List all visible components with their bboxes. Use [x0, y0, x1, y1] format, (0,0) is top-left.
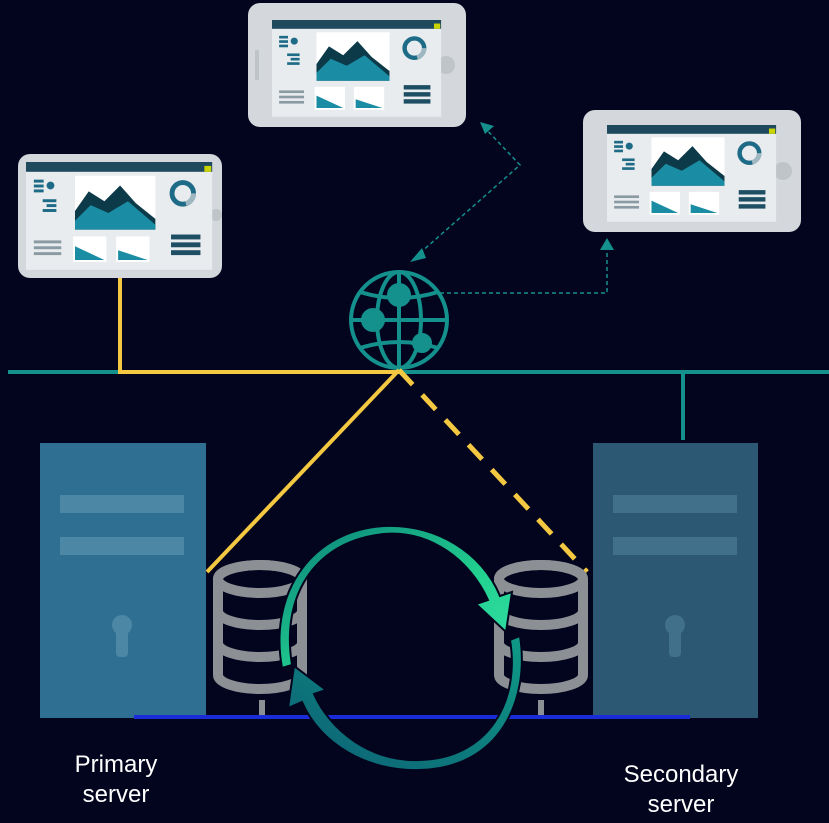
server-icon	[593, 443, 758, 718]
client-link	[118, 278, 399, 374]
sync-arrows-icon	[278, 524, 523, 772]
secondary-server-label: Secondary server	[595, 760, 767, 820]
primary-label-line2: server	[82, 781, 150, 808]
link-to-right-tablet	[440, 248, 608, 294]
tablet-icon	[583, 110, 801, 232]
link-to-top-tablet	[419, 127, 522, 254]
tablet-icon	[18, 154, 222, 278]
primary-server-label: Primary server	[40, 750, 192, 810]
secondary-label-line1: Secondary	[623, 761, 739, 788]
server-icon	[40, 443, 206, 718]
primary-label-line1: Primary	[74, 751, 158, 778]
standby-link	[397, 368, 589, 574]
secondary-label-line2: server	[647, 791, 715, 818]
active-link	[205, 368, 401, 574]
globe-icon	[349, 270, 449, 370]
tablet-icon	[248, 3, 466, 127]
